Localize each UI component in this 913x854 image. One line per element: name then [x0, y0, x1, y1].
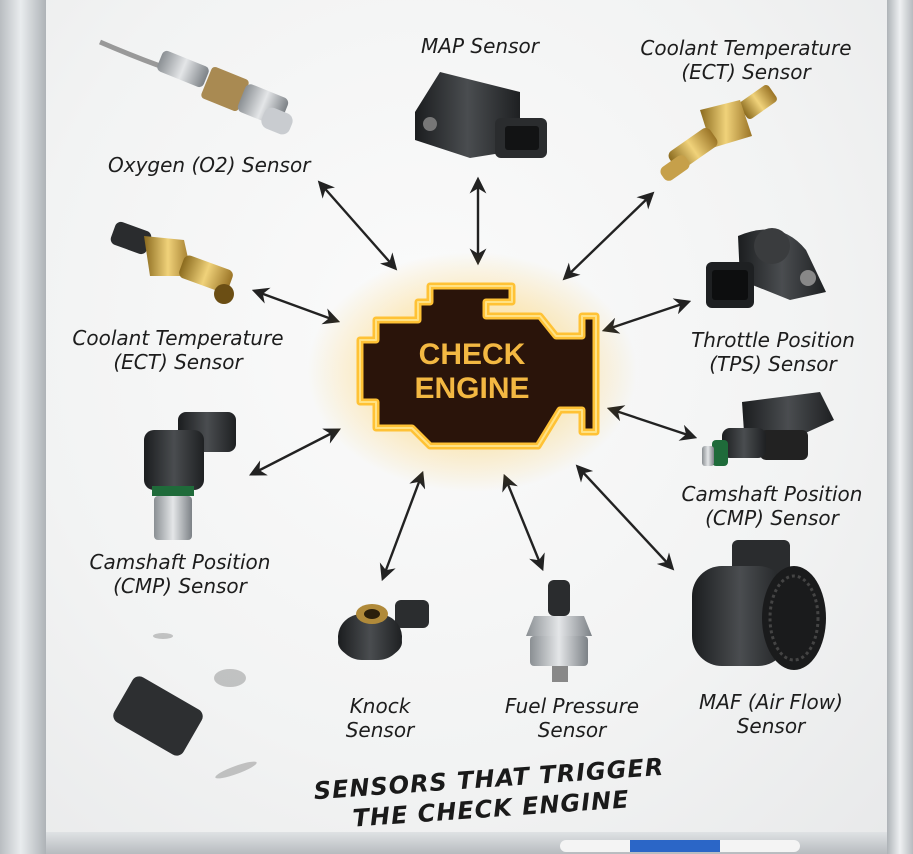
camshaft-sensor-left-icon [144, 412, 236, 540]
o2-sensor-icon [99, 39, 293, 135]
camshaft-sensor-right-icon [702, 392, 834, 466]
board-frame-left [0, 0, 46, 854]
fuel-pressure-sensor-icon [526, 580, 592, 682]
coolant-sensor-right-icon [660, 85, 777, 181]
check-engine-text: CHECK ENGINE [386, 338, 558, 406]
arrow-ect-left [251, 287, 341, 325]
label-cmp-sensor-right: Camshaft Position (CMP) Sensor [681, 482, 863, 530]
arrow-ect-right [562, 191, 655, 281]
label-fuel-pressure-sensor: Fuel Pressure Sensor [504, 694, 640, 742]
label-maf-sensor: MAF (Air Flow) Sensor [699, 690, 843, 738]
arrow-fuel [502, 473, 545, 572]
arrow-cmp-left [249, 428, 341, 476]
board-frame-right [887, 0, 913, 854]
label-ect-sensor-right: Coolant Temperature (ECT) Sensor [640, 36, 852, 84]
check-engine-line2: ENGINE [414, 372, 530, 405]
label-tps-sensor: Throttle Position (TPS) Sensor [691, 328, 855, 376]
coolant-sensor-left-icon [110, 221, 234, 304]
board-smudges [153, 633, 257, 779]
label-cmp-sensor-left: Camshaft Position (CMP) Sensor [89, 550, 271, 598]
label-map-sensor: MAP Sensor [421, 34, 539, 58]
check-engine-line1: CHECK [418, 338, 526, 371]
marker-icon [560, 840, 800, 852]
label-knock-sensor: Knock Sensor [345, 694, 415, 742]
maf-sensor-icon [692, 540, 826, 670]
map-sensor-icon [415, 72, 547, 158]
knock-sensor-icon [338, 600, 429, 660]
label-o2-sensor: Oxygen (O2) Sensor [108, 153, 311, 177]
throttle-sensor-icon [706, 228, 826, 308]
arrow-o2 [317, 180, 398, 271]
arrow-knock [379, 470, 426, 582]
label-ect-sensor-left: Coolant Temperature (ECT) Sensor [72, 326, 284, 374]
eraser-icon [113, 676, 203, 756]
check-engine-icon [307, 252, 637, 492]
arrow-maf [575, 464, 675, 571]
